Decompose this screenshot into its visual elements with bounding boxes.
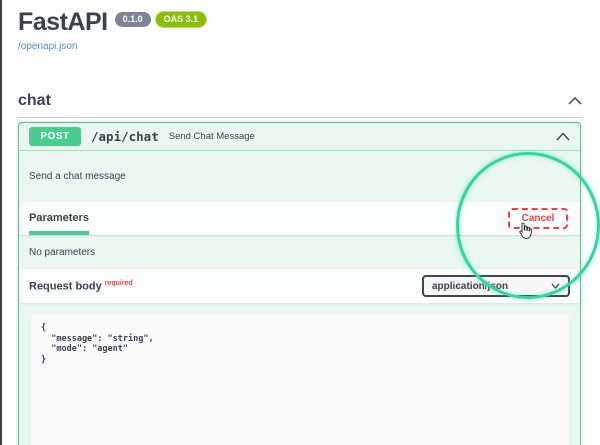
operation-description: Send a chat message <box>29 171 126 182</box>
media-type-select[interactable]: application/json <box>422 275 570 297</box>
tag-name: chat <box>18 91 51 109</box>
api-badges: 0.1.0 OAS 3.1 <box>114 12 207 27</box>
cancel-button[interactable]: Cancel <box>508 208 568 229</box>
opblock-post-api-chat: POST /api/chat Send Chat Message Send a … <box>18 122 581 445</box>
tag-section-chat[interactable]: chat <box>18 84 582 118</box>
version-badge: 0.1.0 <box>114 12 151 27</box>
openapi-spec-link[interactable]: /openapi.json <box>18 41 78 52</box>
chevron-up-icon[interactable] <box>556 132 570 141</box>
oas-badge: OAS 3.1 <box>155 12 207 27</box>
no-parameters-row: No parameters <box>19 235 580 269</box>
operation-summary-text: Send Chat Message <box>168 131 255 142</box>
example-json-code[interactable]: { "message": "string", "mode": "agent" } <box>31 315 569 445</box>
no-parameters-text: No parameters <box>29 247 96 258</box>
api-title: FastAPI <box>18 8 108 36</box>
media-type-value: application/json <box>432 280 509 292</box>
required-flag: required <box>104 279 133 287</box>
api-header: FastAPI 0.1.0 OAS 3.1 <box>18 8 207 36</box>
chevron-up-icon[interactable] <box>568 96 582 105</box>
request-body-example-section: { "message": "string", "mode": "agent" } <box>19 303 580 445</box>
method-badge-post: POST <box>29 127 81 146</box>
operation-path: /api/chat <box>91 129 159 144</box>
parameters-section-header: Parameters Cancel <box>19 202 580 235</box>
operation-summary[interactable]: POST /api/chat Send Chat Message <box>19 123 580 151</box>
window-left-edge <box>0 0 2 445</box>
chevron-down-icon <box>551 283 560 289</box>
tab-parameters[interactable]: Parameters <box>29 212 89 235</box>
